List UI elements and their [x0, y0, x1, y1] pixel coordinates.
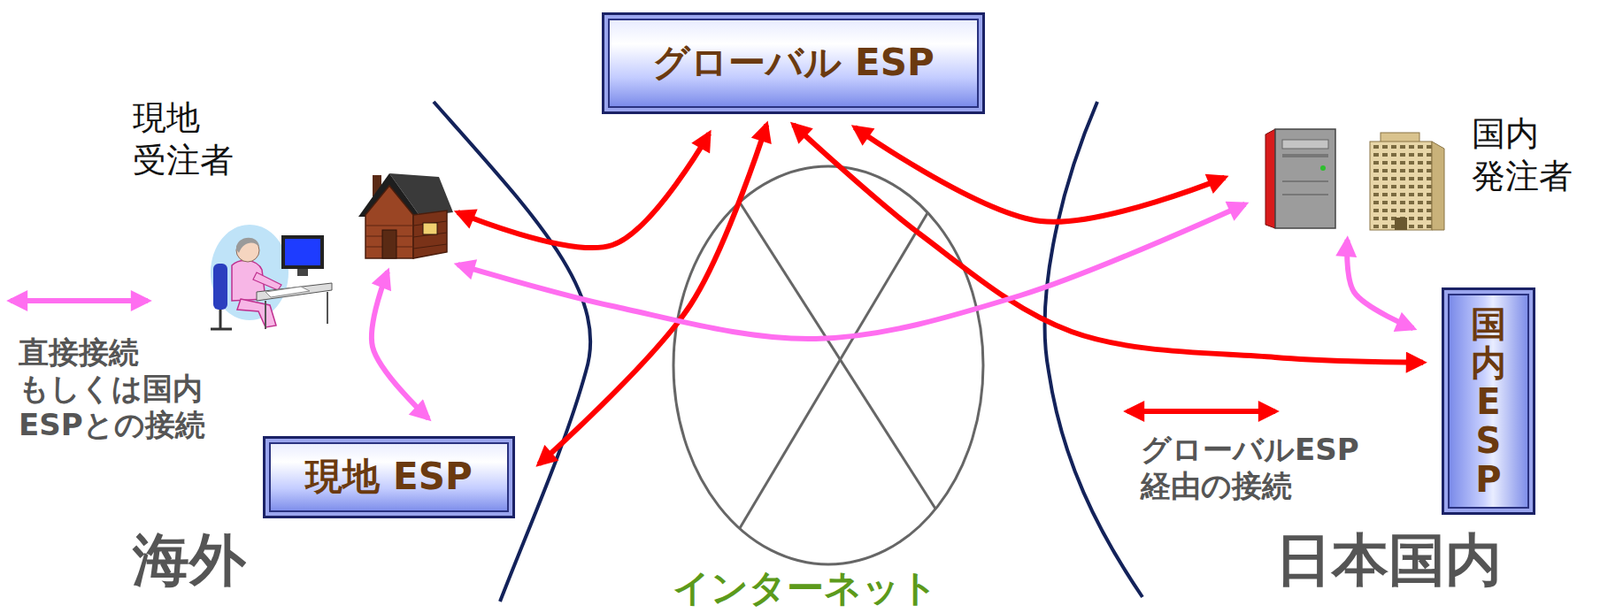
legend-swatch	[1127, 408, 1276, 415]
connector-arrow	[457, 204, 1246, 339]
border-curve	[1045, 101, 1143, 598]
legend-text: グローバルESP 経由の接続	[1140, 431, 1360, 505]
connector-arrow	[854, 127, 1225, 223]
overseas-contractor: 現地 受注者	[123, 97, 465, 270]
internet-cloud	[673, 166, 984, 565]
domestic-client: 国内 発注者	[1261, 113, 1593, 235]
worker-icon	[210, 224, 332, 330]
server-icon	[1265, 129, 1336, 229]
connector-arrow	[793, 124, 1424, 363]
domestic-esp-box: 国内 ESP	[1441, 287, 1536, 516]
legend-swatch	[10, 298, 148, 304]
node-text: 国内 ESP	[1470, 304, 1507, 500]
internet-label: インターネット	[672, 568, 939, 609]
connector-arrow	[1346, 239, 1414, 329]
building-icon	[1369, 132, 1445, 231]
house-icon	[358, 173, 454, 259]
node-text: グローバル ESP	[652, 41, 934, 85]
node-text: 現地 ESP	[305, 455, 472, 499]
border-curve	[433, 101, 591, 602]
domestic-region-label: 日本国内	[1275, 529, 1502, 592]
local-esp-box: 現地 ESP	[262, 436, 516, 519]
internet-mesh-line	[739, 213, 928, 529]
connector-group	[371, 124, 1424, 465]
legend-text: 直接接続 もしくは国内 ESPとの接続	[18, 334, 206, 443]
node-text: 現地 受注者	[132, 97, 234, 182]
global-esp-box: グローバル ESP	[601, 12, 985, 115]
overseas-region-label: 海外	[132, 529, 247, 592]
connector-arrow	[371, 271, 429, 419]
connector-arrow	[457, 133, 709, 248]
node-text: 国内 発注者	[1471, 113, 1573, 198]
